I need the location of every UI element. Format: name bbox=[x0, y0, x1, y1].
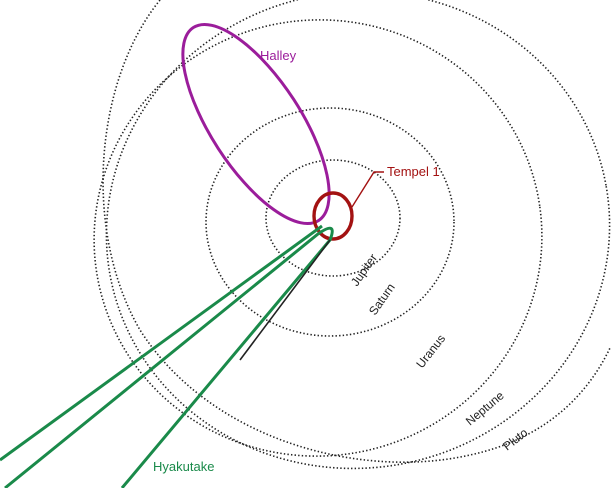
hyakutake-orbit-branch-2 bbox=[0, 224, 323, 462]
uranus-label: Uranus bbox=[413, 332, 448, 371]
neptune-label: Neptune bbox=[463, 388, 507, 428]
uranus-orbit bbox=[93, 19, 543, 457]
jupiter-label: Jupiter bbox=[348, 251, 380, 289]
saturn-label: Saturn bbox=[366, 281, 398, 318]
hyakutake-label: Hyakutake bbox=[153, 459, 214, 474]
jupiter-orbit bbox=[265, 159, 401, 277]
pluto-orbit bbox=[102, 0, 611, 463]
pluto-label: Pluto bbox=[500, 425, 530, 453]
tempel1-leader-line bbox=[351, 171, 384, 208]
tempel1-orbit bbox=[312, 191, 354, 241]
tempel1-label: Tempel 1 bbox=[387, 164, 440, 179]
neptune-orbit bbox=[105, 0, 611, 470]
halley-label: Halley bbox=[260, 48, 297, 63]
saturn-orbit bbox=[205, 107, 455, 337]
halley-orbit bbox=[181, 22, 331, 226]
hyakutake-orbit-branch-1 bbox=[4, 226, 334, 488]
hyakutake-dark-segment bbox=[239, 239, 331, 361]
